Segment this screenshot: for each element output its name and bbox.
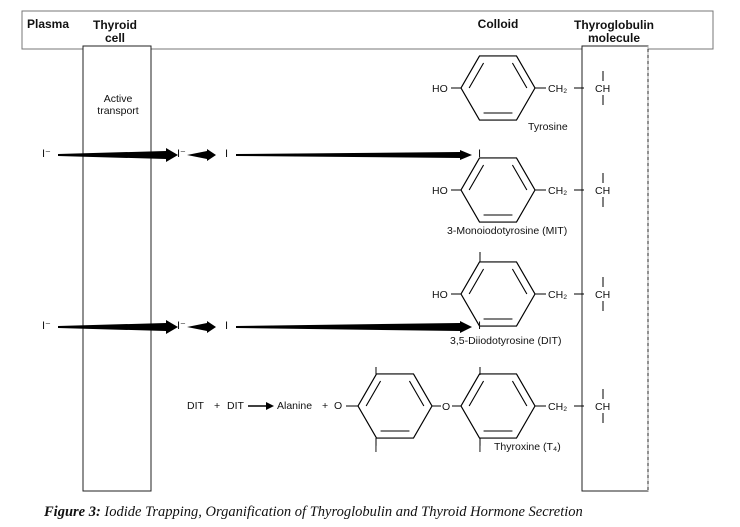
thyroxine-outer-ring-double-bond-1	[365, 380, 382, 407]
dit-ring-double-bond-1	[468, 268, 485, 295]
dit-label: 3,5-Diiodotyrosine (DIT)	[450, 335, 562, 347]
thyroxine-outer-ring-double-bond-2	[408, 380, 425, 407]
colloid-header: Colloid	[468, 18, 528, 31]
thyroxine-iodine-3: I	[479, 366, 482, 378]
coupling-dit-1: DIT	[187, 400, 204, 412]
thyroid-cell-header: Thyroid cell	[84, 19, 146, 45]
header-band	[21, 10, 714, 50]
dit-ring-double-bond-2	[511, 268, 528, 295]
alanine-label: Alanine	[277, 400, 313, 412]
iodide-transport-arrow-1	[58, 148, 178, 162]
tyrosine-ring-double-bond-1	[468, 62, 485, 89]
cell-iodine-1: I	[225, 148, 229, 160]
thyroglobulin-header-line-2: molecule	[587, 31, 641, 45]
cell-iodide-2: I⁻	[177, 320, 186, 332]
oxidation-arrow-1	[187, 149, 216, 161]
tyrosine-label: Tyrosine	[528, 121, 568, 133]
coupling-oxygen: O	[334, 400, 343, 412]
dit-ho: HO	[432, 289, 448, 301]
organification-arrow-1	[236, 150, 472, 160]
mit-ho: HO	[432, 185, 448, 197]
mit-ring-double-bond-1	[468, 164, 485, 191]
dit-ch: CH	[595, 289, 610, 301]
plasma-iodide-2: I⁻	[42, 320, 51, 332]
active-transport-line-1: Active	[103, 93, 133, 105]
thyroid-header-line-1: Thyroid	[93, 18, 137, 32]
mit-ring-double-bond-2	[511, 164, 528, 191]
thyroid-header-line-2: cell	[104, 31, 125, 45]
tyrosine-ch2: CH₂	[548, 83, 567, 95]
thyroxine-inner-ring-double-bond-1	[468, 380, 485, 407]
plasma-header-text: Plasma	[27, 17, 70, 31]
thyroxine-outer-ring-hexagon	[357, 373, 433, 439]
coupling-plus-2: +	[322, 400, 329, 412]
cell-iodine-2: I	[225, 320, 229, 332]
colloid-iodine-1: I	[478, 148, 482, 160]
thyroxine-iodine-2: I	[375, 443, 378, 455]
cell-iodide-1: I⁻	[177, 148, 186, 160]
caption-text: Iodide Trapping, Organification of Thyro…	[104, 504, 583, 520]
thyroxine-inner-ring-double-bond-2	[511, 380, 528, 407]
tyrosine-ring-hexagon	[460, 55, 536, 121]
plasma-header: Plasma	[27, 18, 69, 31]
dit-ring-hexagon	[460, 261, 536, 327]
coupling-dit-2: DIT	[227, 400, 244, 412]
mit-ring-hexagon	[460, 157, 536, 223]
dit-iodine-top: I	[479, 253, 482, 265]
thyroxine-ch: CH	[595, 401, 610, 413]
mit-ch: CH	[595, 185, 610, 197]
ring-structures: HO CH₂ CH HO CH₂ CH HO CH₂ CH I CH₂ CH O I I I I	[346, 55, 610, 455]
tyrosine-ring-double-bond-2	[511, 62, 528, 89]
thyroid-cell-box	[82, 45, 152, 492]
coupling-plus-1: +	[214, 400, 221, 412]
colloid-header-text: Colloid	[477, 17, 519, 31]
organification-arrow-2	[236, 321, 472, 333]
mit-label: 3-Monoiodotyrosine (MIT)	[447, 225, 568, 237]
figure-caption: Figure 3: Iodide Trapping, Organificatio…	[44, 504, 583, 521]
dit-ch2: CH₂	[548, 289, 567, 301]
coupling-arrow-head	[266, 402, 274, 410]
active-transport-label: Active transport	[88, 93, 148, 117]
thyroglobulin-header: Thyroglobulin molecule	[566, 19, 662, 45]
thyroxine-ch2: CH₂	[548, 401, 567, 413]
iodide-transport-arrow-2	[58, 320, 178, 334]
oxidation-arrow-2	[187, 321, 216, 333]
active-transport-line-2: transport	[97, 105, 139, 117]
tyrosine-ch: CH	[595, 83, 610, 95]
caption-label: Figure 3:	[44, 504, 101, 520]
mit-ch2: CH₂	[548, 185, 567, 197]
colloid-iodine-2: I	[478, 320, 482, 332]
thyroxine-iodine-1: I	[375, 366, 378, 378]
thyroglobulin-header-line-1: Thyroglobulin	[574, 18, 654, 32]
thyroxine-inner-ring-hexagon	[460, 373, 536, 439]
plasma-iodide-1: I⁻	[42, 148, 51, 160]
thyroxine-iodine-4: I	[479, 443, 482, 455]
thyroglobulin-box	[581, 45, 649, 492]
thyroxine-bridge-o: O	[442, 401, 450, 413]
tyrosine-ho: HO	[432, 83, 448, 95]
thyroxine-label: Thyroxine (T₄)	[494, 441, 561, 453]
